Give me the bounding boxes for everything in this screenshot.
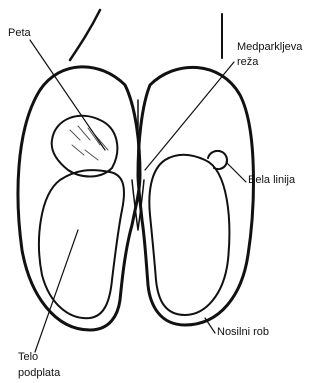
- label-medparkljeva-line1: Medparkljeva: [237, 41, 302, 54]
- left-heel-bulb: [52, 116, 118, 177]
- label-peta: Peta: [8, 27, 31, 40]
- label-bela-linija: Bela linija: [248, 174, 295, 187]
- leader-telo-podplata: [35, 230, 78, 352]
- label-nosilni-rob: Nosilni rob: [217, 326, 269, 339]
- left-claw-sole: [39, 170, 124, 318]
- white-line-curl: [208, 151, 227, 169]
- label-telo-line2: podplata: [18, 367, 60, 380]
- right-claw-outer-wall: [138, 67, 253, 325]
- label-medparkljeva-line2: reža: [237, 56, 258, 69]
- label-telo-line1: Telo: [18, 351, 38, 364]
- leader-peta: [30, 40, 105, 150]
- left-heel-texture: [70, 126, 108, 160]
- right-claw-sole: [149, 155, 229, 315]
- leader-bela-linija: [226, 162, 246, 182]
- left-claw-outer-wall: [18, 67, 140, 330]
- leg-line-left: [70, 10, 100, 60]
